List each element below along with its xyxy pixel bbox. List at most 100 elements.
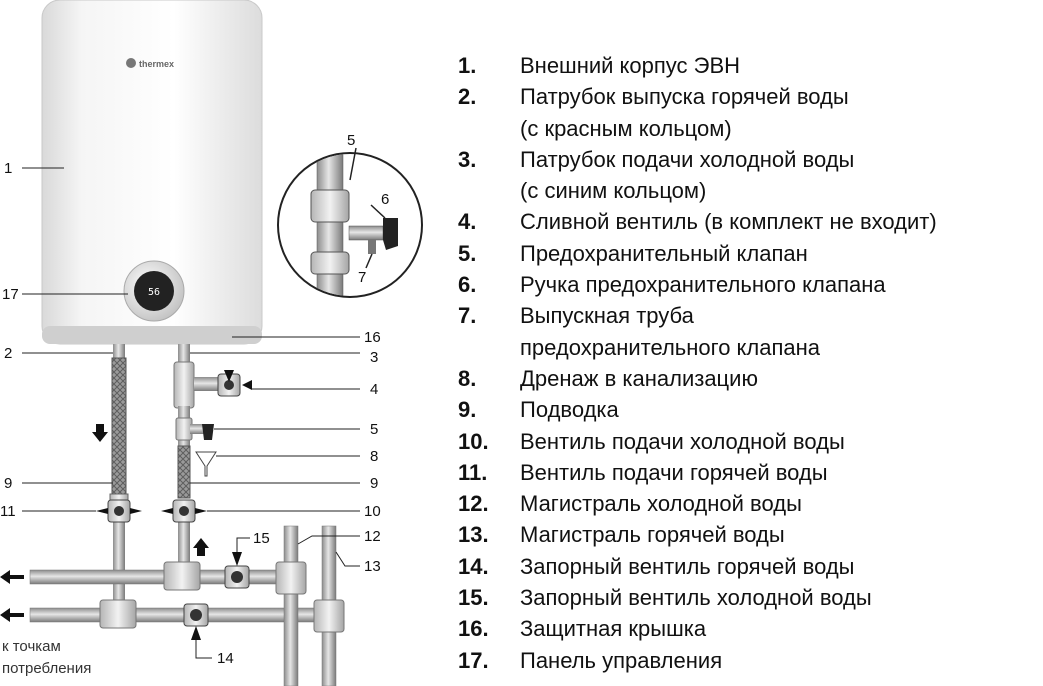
legend-item: 8. Дренаж в канализацию xyxy=(458,363,937,394)
panel-display-value: 56 xyxy=(148,287,160,298)
legend-text: Ручка предохранительного клапана xyxy=(520,272,886,298)
consumer-note-line-1: к точкам xyxy=(2,638,61,655)
legend-text: Защитная крышка xyxy=(520,616,707,642)
callout-5-zoom: 5 xyxy=(347,132,355,149)
callout-4: 4 xyxy=(370,381,378,398)
callout-14: 14 xyxy=(217,650,234,667)
callout-11: 11 xyxy=(0,503,16,520)
legend-item: 12. Магистраль холодной воды xyxy=(458,488,937,519)
legend-number: 11. xyxy=(458,459,488,485)
legend-text: Запорный вентиль горячей воды xyxy=(520,553,855,579)
legend-number: 8. xyxy=(458,365,477,391)
callout-15: 15 xyxy=(253,530,270,547)
hot-outlet-hose xyxy=(109,344,129,606)
protective-cover xyxy=(42,326,262,344)
callout-2: 2 xyxy=(4,345,12,362)
legend-item: 6. Ручка предохранительного клапана xyxy=(458,269,937,300)
up-arrow-icon xyxy=(193,538,209,556)
legend-number: 13. xyxy=(458,522,489,548)
legend-item: 15. Запорный вентиль холодной воды xyxy=(458,582,937,613)
legend-number: 7. xyxy=(458,303,477,329)
cold-supply-valve xyxy=(161,499,207,523)
legend-item: 16. Защитная крышка xyxy=(458,613,937,644)
svg-text:thermex: thermex xyxy=(139,59,174,69)
thermex-logo: thermex xyxy=(126,58,174,69)
left-arrow-icon xyxy=(0,570,24,584)
legend-number: 10. xyxy=(458,428,489,454)
legend-item: 17. Панель управления xyxy=(458,645,937,676)
legend-text: Предохранительный клапан xyxy=(520,240,808,266)
legend-item: 11. Вентиль подачи горячей воды xyxy=(458,457,937,488)
legend-number: 16. xyxy=(458,616,489,642)
legend-text: предохранительного клапана xyxy=(520,334,821,360)
hot-main-line xyxy=(313,525,345,686)
legend-number: 17. xyxy=(458,647,489,673)
drain-funnel xyxy=(195,451,217,477)
legend-item: 1.Внешний корпус ЭВН xyxy=(458,50,937,81)
legend-text: Запорный вентиль холодной воды xyxy=(520,585,872,611)
legend-text: (с красным кольцом) xyxy=(520,115,732,141)
legend-text: (с синим кольцом) xyxy=(520,178,707,204)
legend-number: 15. xyxy=(458,585,489,611)
legend-text: Патрубок подачи холодной воды xyxy=(520,146,855,172)
legend-item: 5. Предохранительный клапан xyxy=(458,238,937,269)
legend-item: 9. Подводка xyxy=(458,394,937,425)
drain-valve xyxy=(217,370,252,397)
callout-8: 8 xyxy=(370,448,378,465)
legend-text: Выпускная труба xyxy=(520,303,694,329)
safety-valve-zoom xyxy=(277,147,423,298)
flow-arrows xyxy=(0,424,209,622)
legend-text: Сливной вентиль (в комплект не входит) xyxy=(520,209,937,235)
callout-9-right: 9 xyxy=(370,475,378,492)
callout-12: 12 xyxy=(364,528,381,545)
legend-text: Панель управления xyxy=(520,647,723,673)
callout-3: 3 xyxy=(370,349,378,366)
cold-inlet-assembly xyxy=(173,344,220,574)
callout-1: 1 xyxy=(4,160,12,177)
legend-text: Патрубок выпуска горячей воды xyxy=(520,84,849,110)
legend-text: Вентиль подачи горячей воды xyxy=(520,459,828,485)
hot-shutoff-valve xyxy=(183,603,209,640)
legend-text: Дренаж в канализацию xyxy=(520,365,758,391)
control-panel: 56 xyxy=(123,260,185,322)
hot-supply-valve xyxy=(96,499,142,523)
legend-number: 5. xyxy=(458,240,477,266)
callout-9-left: 9 xyxy=(4,475,12,492)
cold-main-line xyxy=(275,525,307,686)
legend-item: 14. Запорный вентиль горячей воды xyxy=(458,551,937,582)
legend-text: Вентиль подачи холодной воды xyxy=(520,428,845,454)
legend-item: 4. Сливной вентиль (в комплект не входит) xyxy=(458,206,937,237)
heater-outer-body xyxy=(41,0,263,345)
cold-shutoff-valve xyxy=(224,552,250,589)
legend-item: 10. Вентиль подачи холодной воды xyxy=(458,426,937,457)
callout-13: 13 xyxy=(364,558,381,575)
safety-valve xyxy=(190,424,214,440)
legend-number: 12. xyxy=(458,491,489,517)
callout-10: 10 xyxy=(364,503,381,520)
callout-17: 17 xyxy=(2,286,19,303)
legend-number: 2. xyxy=(458,84,477,110)
legend-number: 1. xyxy=(458,53,477,78)
legend-number: 14. xyxy=(458,553,489,579)
legend-item: 2. Патрубок выпуска горячей воды (с красны… xyxy=(458,81,937,144)
legend-item: 7. Выпускная труба предохранительного клап… xyxy=(458,300,937,363)
leader-lines xyxy=(22,167,360,659)
legend-number: 9. xyxy=(458,397,477,423)
legend-item: 13. Магистраль горячей воды xyxy=(458,519,937,550)
callout-7-zoom: 7 xyxy=(358,269,366,286)
callout-16: 16 xyxy=(364,329,381,346)
legend-number: 3. xyxy=(458,146,477,172)
left-arrow-icon xyxy=(0,608,24,622)
legend-text: Магистраль горячей воды xyxy=(520,522,785,548)
parts-legend: 1.Внешний корпус ЭВН 2. Патрубок выпуска г… xyxy=(458,50,937,676)
down-arrow-icon xyxy=(92,424,108,442)
consumer-note-line-2: потребления xyxy=(2,660,91,677)
legend-number: 6. xyxy=(458,272,477,298)
callout-5: 5 xyxy=(370,421,378,438)
callout-6-zoom: 6 xyxy=(381,191,389,208)
legend-number: 4. xyxy=(458,209,477,235)
legend-text: Подводка xyxy=(520,397,619,423)
legend-text: Магистраль холодной воды xyxy=(520,491,802,517)
legend-item: 3. Патрубок подачи холодной воды (с синим … xyxy=(458,144,937,207)
